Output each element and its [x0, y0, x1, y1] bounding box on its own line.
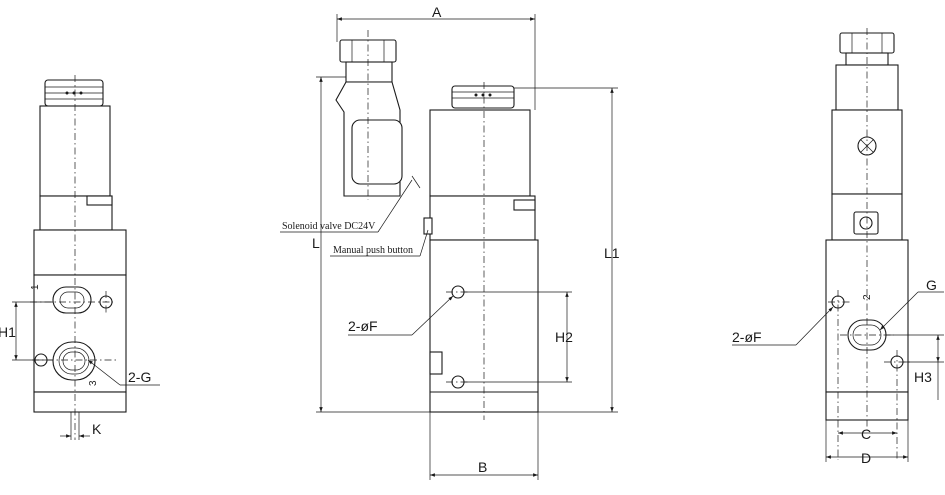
- manual-button-callout: Manual push button: [333, 245, 413, 256]
- hole-2-phif-front-label: 2-øF: [348, 318, 378, 334]
- dimension-b-label: B: [478, 459, 487, 475]
- dimension-a-label: A: [432, 4, 442, 20]
- dimension-c-label: C: [861, 426, 871, 442]
- dimension-k-label: K: [92, 421, 102, 437]
- dimension-l1-label: L1: [604, 245, 620, 261]
- port-2-label: 2: [862, 294, 873, 300]
- thread-g-label: G: [926, 277, 937, 293]
- dimension-h1-label: H1: [0, 324, 16, 340]
- dimension-h3-label: H3: [914, 369, 932, 385]
- right-end-view: 2 G 2-øF H3 C D: [732, 28, 944, 466]
- hole-2-phif-right-label: 2-øF: [732, 329, 762, 345]
- dimension-h2-label: H2: [555, 329, 573, 345]
- dimension-l-label: L: [312, 235, 320, 251]
- front-view: A B L L1 H2 2-øF Solenoid valve DC24V Ma…: [280, 4, 620, 480]
- solenoid-callout: Solenoid valve DC24V: [282, 221, 376, 232]
- port-3-label: 3: [88, 380, 99, 386]
- dimension-d-label: D: [861, 450, 871, 466]
- left-side-view: 1 3 H1 2-G K: [0, 75, 160, 440]
- port-1-label: 1: [30, 284, 41, 290]
- thread-2g-label: 2-G: [128, 369, 151, 385]
